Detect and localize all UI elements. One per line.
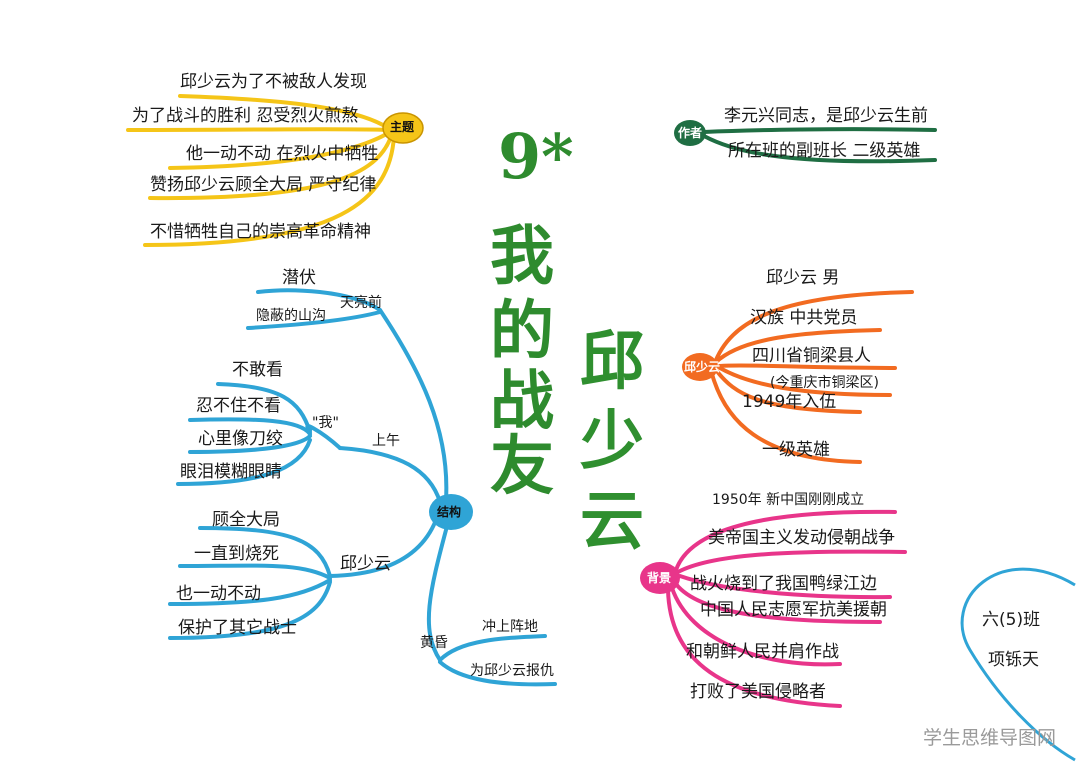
background-item: 战火烧到了我国鸭绿江边 — [690, 574, 877, 594]
structure-node-label: 结构 — [437, 505, 462, 519]
structure-morning-label: 上午 — [372, 433, 400, 449]
background-item: 美帝国主义发动侵朝战争 — [708, 528, 895, 548]
background-node-label: 背景 — [647, 571, 672, 585]
structure-dusk-item: 冲上阵地 — [482, 619, 538, 635]
hero-char-3: 云 — [580, 484, 644, 559]
signature-class: 六(5)班 — [982, 610, 1041, 630]
person-node-label: 邱少云 — [684, 360, 721, 374]
hero-char-1: 邱 — [580, 324, 644, 399]
author-item: 李元兴同志，是邱少云生前 — [724, 106, 928, 126]
person-item: 邱少云 男 — [766, 268, 840, 288]
person-branches — [710, 290, 914, 464]
structure-qiu-label: 邱少云 — [340, 554, 391, 574]
person-node — [682, 353, 718, 381]
background-branches — [666, 509, 907, 708]
background-item: 和朝鲜人民并肩作战 — [686, 642, 839, 662]
lesson-number: 9* — [498, 120, 574, 193]
person-item: 汉族 中共党员 — [750, 308, 858, 328]
structure-branches — [168, 288, 557, 687]
person-item: 四川省铜梁县人 — [752, 346, 871, 366]
structure-dusk-item: 为邱少云报仇 — [470, 663, 554, 679]
theme-item: 为了战斗的胜利 忍受烈火煎熬 — [132, 106, 359, 126]
title-char-3: 战 — [490, 364, 554, 439]
theme-item: 邱少云为了不被敌人发现 — [180, 72, 367, 92]
structure-me-item: 不敢看 — [232, 360, 283, 380]
structure-before-label: 天亮前 — [340, 295, 382, 311]
structure-me-item: 眼泪模糊眼睛 — [180, 462, 282, 482]
author-branches — [702, 127, 937, 164]
structure-dusk-label: 黄昏 — [420, 635, 448, 651]
structure-me-label: "我" — [312, 415, 339, 431]
background-item: 打败了美国侵略者 — [690, 682, 826, 702]
title-char-1: 我 — [490, 219, 554, 294]
title-char-2: 的 — [490, 294, 554, 369]
theme-node — [382, 112, 424, 144]
author-item: 所在班的副班长 二级英雄 — [728, 141, 921, 161]
structure-qiu-item: 顾全大局 — [212, 510, 280, 530]
structure-node — [429, 494, 473, 530]
theme-node-label: 主题 — [390, 120, 415, 134]
theme-item: 赞扬邱少云顾全大局 严守纪律 — [150, 175, 377, 195]
signature-curve — [960, 567, 1076, 762]
theme-branches — [126, 94, 396, 247]
person-item: 1949年入伍 — [742, 392, 837, 412]
structure-qiu-item: 一直到烧死 — [194, 544, 279, 564]
hero-char-2: 少 — [580, 404, 644, 479]
structure-before-item: 隐蔽的山沟 — [256, 308, 326, 324]
author-node-label: 作者 — [678, 126, 703, 140]
structure-qiu-item: 也一动不动 — [176, 584, 261, 604]
background-item: 1950年 新中国刚刚成立 — [712, 492, 865, 508]
structure-me-item: 忍不住不看 — [196, 396, 281, 416]
background-item: 中国人民志愿军抗美援朝 — [700, 600, 887, 620]
watermark: 学生思维导图网 — [922, 727, 1056, 749]
structure-before-item: 潜伏 — [282, 268, 316, 288]
background-node — [640, 562, 680, 594]
theme-item: 他一动不动 在烈火中牺牲 — [186, 144, 379, 164]
person-item: 一级英雄 — [762, 440, 830, 460]
theme-item: 不惜牺牲自己的崇高革命精神 — [150, 222, 371, 242]
structure-qiu-item: 保护了其它战士 — [178, 618, 297, 638]
signature-name: 项铄天 — [988, 650, 1039, 670]
structure-me-item: 心里像刀绞 — [198, 429, 283, 449]
title-char-4: 友 — [490, 429, 554, 504]
person-item: (今重庆市铜梁区) — [770, 375, 879, 391]
author-node — [674, 120, 706, 146]
